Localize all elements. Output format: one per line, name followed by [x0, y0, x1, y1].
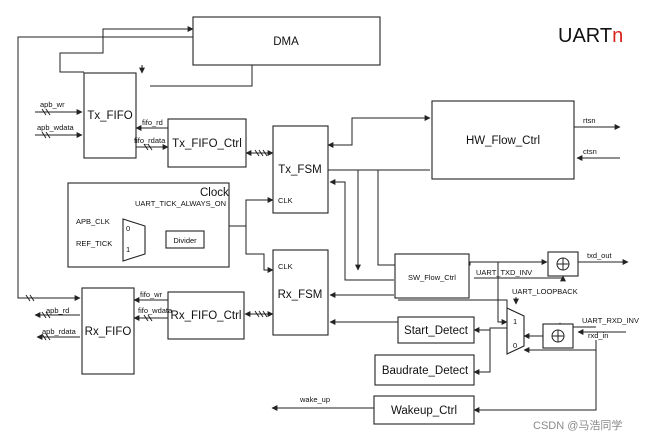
apb-rd-label: apb_rd: [46, 306, 69, 315]
baudrate-detect-label: Baudrate_Detect: [382, 365, 469, 377]
clk-to-txfsm-wire: [245, 197, 274, 226]
bus-marks: [25, 108, 268, 341]
rx-fifo-block: [81, 287, 135, 375]
wakeup-ctrl-label: Wakeup_Ctrl: [391, 405, 457, 417]
clock-mux: [122, 218, 146, 262]
rx-fsm-label: Rx_FSM: [278, 289, 323, 301]
tx-fifo-label: Tx_FIFO: [87, 110, 132, 122]
sw-flow-ctrl-block: [394, 253, 470, 299]
uart-txd-inv-label: UART_TXD_INV: [476, 268, 532, 277]
uart-rxd-inv-label: UART_RXD_INV: [582, 316, 639, 325]
dma-label: DMA: [273, 36, 299, 48]
clock-mux-0-label: 0: [126, 224, 130, 233]
tx-fifo-ctrl-block: [167, 118, 247, 168]
tx-fifo-block: [83, 72, 137, 159]
tx-fifo-ctrl-label: Tx_FIFO_Ctrl: [172, 138, 242, 150]
uart-txd-inv-wire: [474, 275, 566, 282]
apb-wr-label: apb_wr: [40, 100, 65, 109]
wake-up-label: wake_up: [299, 395, 330, 404]
rx-fifo-label: Rx_FIFO: [85, 326, 132, 338]
apb-rdata-label: apb_rdata: [42, 327, 77, 336]
loopback-mux-1-label: 1: [513, 317, 517, 326]
wakeup-ctrl-block: [373, 395, 475, 425]
uart-tick-always-on-label: UART_TICK_ALWAYS_ON: [135, 199, 226, 208]
start-detect-block: [397, 316, 475, 344]
rx-fsm-block: [272, 249, 329, 336]
ctsn-label: ctsn: [583, 147, 597, 156]
rxd-in-label: rxd_in: [588, 331, 608, 340]
rxd-to-wakeup-wire: [473, 350, 597, 413]
clock-label: Clock: [200, 187, 229, 199]
fifo-wr-label: fifo_wr: [140, 290, 163, 299]
xor-cross-icon: [552, 330, 564, 342]
fifo-rd-label: fifo_rd: [142, 118, 163, 127]
baudrate-detect-block: [374, 354, 475, 386]
xor-cross-icon: [557, 258, 569, 270]
loopback-mux-0-label: 0: [513, 341, 517, 350]
mux-out-wire: [473, 327, 507, 375]
rx-clk-label: CLK: [278, 262, 293, 271]
mux-to-swflow-wire: [398, 299, 508, 318]
ref-tick-label: REF_TICK: [76, 239, 112, 248]
tx-clk-label: CLK: [278, 196, 293, 205]
hw-flow-ctrl-block: [431, 100, 575, 180]
clock-mux-1-label: 1: [126, 245, 130, 254]
rtsn-label: rtsn: [583, 116, 596, 125]
dma-tx-loop-wire: [59, 26, 194, 73]
hw-flow-ctrl-label: HW_Flow_Ctrl: [466, 135, 540, 147]
dma-block: [192, 16, 381, 66]
apb-clk-label: APB_CLK: [76, 217, 110, 226]
dma-rx-loop-wire: [17, 36, 193, 301]
clk-to-rxfsm-wire: [245, 226, 274, 273]
txfsm-out-wire: [328, 169, 548, 266]
watermark: CSDN @马浩同学: [533, 418, 622, 432]
fifo-wdata-label: fifo_wdata: [138, 306, 173, 315]
loopback-mux: [506, 307, 525, 355]
dma-from-rxfifo-wire: [150, 65, 253, 87]
txd-out-label: txd_out: [587, 251, 613, 260]
fifo-rdata-label: fifo_rdata: [134, 136, 166, 145]
tx-fsm-label: Tx_FSM: [278, 164, 321, 176]
rx-fifo-ctrl-label: Rx_FIFO_Ctrl: [171, 310, 242, 322]
divider-block: [165, 230, 205, 249]
loopback-branch-wire: [497, 262, 508, 325]
sw-flow-ctrl-label: SW_Flow_Ctrl: [408, 273, 456, 282]
tx-fsm-block: [272, 125, 329, 214]
clock-block: [67, 182, 230, 268]
apb-wdata-label: apb_wdata: [37, 123, 75, 132]
divider-label: Divider: [173, 236, 197, 245]
uart-loopback-label: UART_LOOPBACK: [512, 287, 578, 296]
txfsm-hwflow-wire-a: [327, 115, 431, 148]
uart-title: UARTn: [558, 25, 623, 47]
start-detect-label: Start_Detect: [404, 325, 469, 337]
rx-fifo-ctrl-block: [167, 291, 245, 340]
swflow-to-txfsm-wire: [329, 179, 394, 281]
